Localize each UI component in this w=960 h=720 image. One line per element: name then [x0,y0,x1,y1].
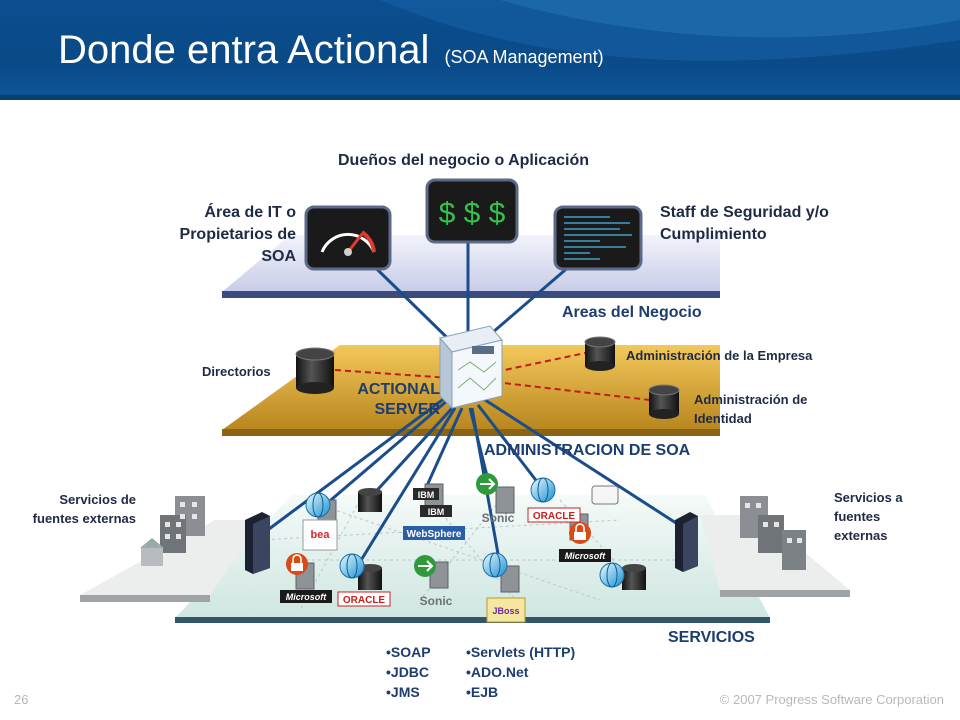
svg-text:Sonic: Sonic [420,594,453,608]
actional-server-icon [439,325,503,410]
service-database-icon [622,564,646,590]
security-staff-label: Staff de Seguridad y/o Cumplimiento [660,204,829,243]
globe-icon [530,477,556,503]
dollar-monitor-icon: $ $ $ [425,178,519,244]
padlock-icon [286,553,308,575]
protocol-item: JDBC [386,662,431,682]
protocol-item: SOAP [386,642,431,662]
protocol-item: Servlets (HTTP) [466,642,575,662]
svg-text:Microsoft: Microsoft [565,551,607,561]
svg-text:bea: bea [311,529,331,541]
external-sources-platform [80,520,262,602]
external-targets-label: Servicios a fuentes externas [834,490,903,543]
protocol-item: JMS [386,682,431,702]
services-label: SERVICIOS [668,629,755,646]
websphere-logo: WebSphere [403,526,465,540]
green-arrows-icon [414,555,436,577]
building-icon [740,496,806,570]
actional-server-label: ACTIONAL SERVER [357,381,440,418]
microsoft-logo: Microsoft [280,590,332,603]
console-monitor-icon [553,205,643,271]
svg-text:IBM: IBM [418,490,435,500]
protocol-list-right: Servlets (HTTP) ADO.Net EJB [466,642,575,702]
protocol-item: ADO.Net [466,662,575,682]
title-subtitle: (SOA Management) [444,47,604,67]
protocol-item: EJB [466,682,575,702]
server-tower-icon [675,512,698,572]
oracle-logo: ORACLE [527,507,581,523]
globe-icon [339,553,365,579]
svg-text:Microsoft: Microsoft [286,592,328,602]
service-database-icon [358,488,382,512]
svg-text:ORACLE: ORACLE [533,511,576,522]
sonic-logo: Sonic [482,511,515,525]
jboss-logo: JBoss [486,597,526,623]
external-sources-label: Servicios de fuentes externas [32,492,136,526]
building-icon [140,496,205,566]
svg-text:ORACLE: ORACLE [343,595,386,606]
server-tower-icon [245,512,270,574]
microsoft-logo: Microsoft [559,549,611,562]
header-wave-decoration [0,0,960,100]
page-title: Donde entra Actional (SOA Management) [58,28,604,73]
identity-admin-label: Administración de Identidad [694,392,808,426]
svg-text:Sonic: Sonic [482,511,515,525]
globe-icon [482,552,508,578]
sonic-logo: Sonic [420,594,453,608]
svg-text:JBoss: JBoss [492,606,519,616]
oracle-logo: ORACLE [337,591,391,607]
enterprise-admin-label: Administración de la Empresa [626,348,813,363]
slide-number: 26 [14,692,29,707]
ibm-logo: IBM IBM [413,488,452,517]
protocol-list-left: SOAP JDBC JMS [386,642,431,702]
bea-logo: bea [302,519,338,551]
admin-links [334,351,651,401]
soa-admin-label: ADMINISTRACION DE SOA [484,442,691,459]
identity-database-icon [648,384,680,419]
globe-icon [599,562,625,588]
message-box-icon [591,485,619,505]
directories-label: Directorios [202,364,271,379]
copyright-notice: © 2007 Progress Software Corporation [719,692,944,707]
green-arrows-icon [476,473,498,495]
business-areas-label: Areas del Negocio [562,304,702,321]
globe-icon [305,492,331,518]
business-areas-plane [222,235,720,298]
padlock-icon [569,522,591,544]
directories-database-icon [295,347,335,394]
title-bar: Donde entra Actional (SOA Management) [0,0,960,100]
gauge-monitor-icon [304,205,392,271]
enterprise-database-icon [584,336,616,371]
svg-text:WebSphere: WebSphere [407,529,462,540]
title-main: Donde entra Actional [58,28,430,72]
owners-label: Dueños del negocio o Aplicación [338,152,589,169]
dollar-signs: $ $ $ [439,197,506,230]
it-area-label: Área de IT o Propietarios de SOA [179,204,296,265]
svg-text:IBM: IBM [428,507,445,517]
